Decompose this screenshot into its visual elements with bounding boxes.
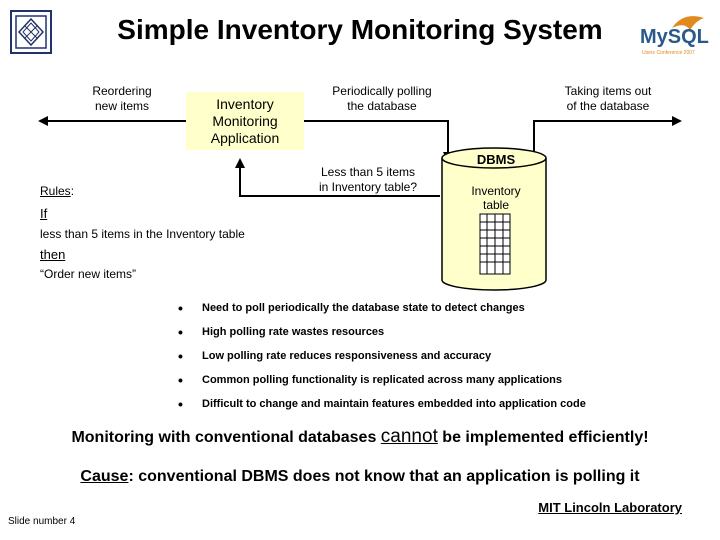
list-item: • Common polling functionality is replica… <box>178 368 698 392</box>
lincoln-lab-logo <box>10 10 52 54</box>
take-out-label: Taking items out of the database <box>552 84 664 114</box>
mysql-logo: MySQL Users Conference 2007 <box>636 12 712 56</box>
app-label-line1: Inventory <box>216 95 274 112</box>
issues-list: • Need to poll periodically the database … <box>178 296 698 416</box>
polling-arrow <box>304 120 453 162</box>
bullet-icon: • <box>178 348 183 364</box>
rules-if: If <box>40 206 48 221</box>
conclusion-text: Monitoring with conventional databases c… <box>0 426 720 448</box>
query-label-line1: Less than 5 items <box>320 165 416 179</box>
bullet-icon: • <box>178 324 183 340</box>
take-out-arrow <box>533 116 682 160</box>
list-item: • Low polling rate reduces responsiveness… <box>178 344 698 368</box>
reorder-label-line2: new items <box>94 99 150 113</box>
polling-label-line2: the database <box>347 99 417 113</box>
cause-label: Cause <box>80 468 129 485</box>
rules-then: then <box>40 247 66 262</box>
cause-text: Cause: conventional DBMS does not know t… <box>0 468 720 486</box>
list-item-text: Need to poll periodically the database s… <box>202 302 525 314</box>
list-item-text: Common polling functionality is replicat… <box>202 374 563 386</box>
reorder-label: Reordering new items <box>82 84 162 114</box>
list-item-text: Low polling rate reduces responsiveness … <box>202 350 492 362</box>
take-out-label-line2: of the database <box>566 99 650 113</box>
inventory-monitoring-app-box: Inventory Monitoring Application <box>186 92 304 150</box>
rules-condition: less than 5 items in the Inventory table <box>40 227 245 241</box>
conclusion-part2: be implemented efficiently! <box>437 429 649 446</box>
rules-heading-colon: : <box>70 184 75 198</box>
conclusion-cannot: cannot <box>380 426 438 447</box>
bullet-icon: • <box>178 372 183 388</box>
list-item-text: Difficult to change and maintain feature… <box>202 398 586 410</box>
rules-heading-text: Rules <box>40 184 71 198</box>
dbms-label: DBMS <box>476 152 516 167</box>
query-label-line2: in Inventory table? <box>318 180 418 194</box>
app-label-line3: Application <box>210 129 280 146</box>
mysql-logo-text: MySQL <box>640 26 709 48</box>
list-item: • Difficult to change and maintain featur… <box>178 392 698 416</box>
conclusion-part1: Monitoring with conventional databases <box>71 429 381 446</box>
polling-label-line1: Periodically polling <box>332 84 432 98</box>
list-item: • Need to poll periodically the database … <box>178 296 698 320</box>
inventory-table-grid <box>479 213 511 275</box>
cause-body: : conventional DBMS does not know that a… <box>128 468 640 485</box>
slide-title: Simple Inventory Monitoring System <box>117 14 603 45</box>
inventory-table-label-line1: Inventory <box>471 184 521 198</box>
inventory-table-label-line2: table <box>482 198 510 212</box>
take-out-label-line1: Taking items out <box>564 84 652 98</box>
slide-number: Slide number 4 <box>8 516 76 527</box>
mysql-logo-subtext: Users Conference 2007 <box>642 50 695 56</box>
bullet-icon: • <box>178 396 183 412</box>
response-arrow <box>235 158 440 197</box>
dolphin-icon <box>672 16 704 30</box>
list-item: • High polling rate wastes resources <box>178 320 698 344</box>
polling-label: Periodically polling the database <box>318 84 446 114</box>
bullet-icon: • <box>178 300 183 316</box>
inventory-table-label: Inventory table <box>456 184 536 212</box>
rules-heading: Rules: <box>40 184 74 199</box>
app-label-line2: Monitoring <box>212 112 278 129</box>
list-item-text: High polling rate wastes resources <box>202 326 385 338</box>
mit-lincoln-lab-footer: MIT Lincoln Laboratory <box>538 500 682 515</box>
query-label: Less than 5 items in Inventory table? <box>310 165 426 195</box>
reorder-label-line1: Reordering <box>92 84 152 98</box>
rules-action: “Order new items” <box>40 267 137 281</box>
